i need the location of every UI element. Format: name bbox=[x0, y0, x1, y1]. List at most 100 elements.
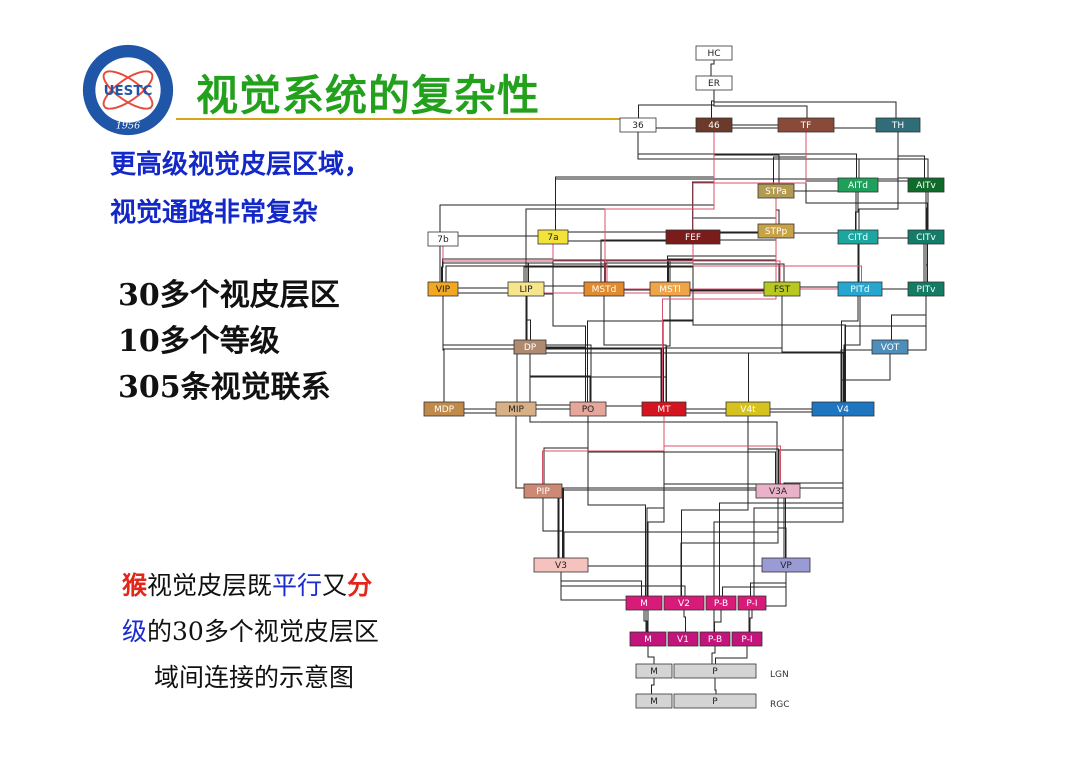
area-box bbox=[871, 339, 909, 355]
caption-segment: 的30多个视觉皮层区 bbox=[147, 617, 379, 646]
area-node-mstl: MSTl bbox=[649, 281, 691, 297]
area-label: V4 bbox=[837, 405, 849, 415]
connection-line bbox=[778, 409, 844, 491]
title-underline bbox=[176, 118, 622, 120]
connection-line bbox=[805, 125, 860, 185]
connection-line bbox=[692, 237, 846, 409]
connection-line bbox=[529, 347, 591, 409]
area-label: FST bbox=[774, 285, 791, 295]
area-node-7a: 7a bbox=[537, 229, 569, 245]
area-box bbox=[757, 223, 795, 239]
area-label: DP bbox=[524, 343, 537, 353]
caption-segment: 又 bbox=[322, 571, 348, 600]
area-box bbox=[427, 281, 459, 297]
connection-line bbox=[542, 409, 665, 491]
connection-line bbox=[528, 237, 554, 289]
connection-line bbox=[805, 125, 928, 289]
area-box bbox=[673, 693, 757, 709]
caption-line-3: 域间连接的示意图 bbox=[154, 658, 354, 694]
connection-line bbox=[560, 565, 787, 567]
connection-line bbox=[442, 239, 529, 289]
area-label: P-I bbox=[746, 599, 757, 609]
area-node-v4: V4 bbox=[811, 401, 875, 417]
area-node-fef: FEF bbox=[665, 229, 721, 245]
area-label: MDP bbox=[434, 405, 455, 415]
area-box bbox=[665, 229, 721, 245]
area-box bbox=[837, 281, 883, 297]
area-node-v2-pi: P-I bbox=[737, 595, 767, 611]
area-box bbox=[837, 177, 879, 193]
area-node-vp: VP bbox=[761, 557, 811, 573]
connection-line bbox=[529, 347, 667, 409]
connection-line bbox=[753, 409, 844, 603]
fact-area-count: 30多个视皮层区 bbox=[118, 278, 340, 313]
connection-line bbox=[714, 603, 722, 639]
area-label: M bbox=[650, 697, 658, 707]
area-label: MIP bbox=[508, 405, 524, 415]
area-box bbox=[423, 401, 465, 417]
area-label: 36 bbox=[632, 121, 644, 131]
connection-line bbox=[660, 289, 783, 409]
area-label: ER bbox=[708, 79, 720, 89]
area-node-rgc-p: P bbox=[673, 693, 757, 709]
area-box bbox=[533, 557, 589, 573]
area-box bbox=[875, 117, 921, 133]
caption-segment: 视觉皮层既 bbox=[147, 571, 273, 600]
fact-connection-count: 305条视觉联系 bbox=[118, 370, 331, 405]
connection-line bbox=[666, 289, 671, 409]
connection-line bbox=[529, 347, 778, 491]
connection-line bbox=[777, 491, 787, 565]
caption-segment: 域间连接的示意图 bbox=[154, 663, 355, 692]
connection-line bbox=[647, 409, 665, 639]
area-box bbox=[629, 631, 667, 647]
connection-line bbox=[692, 125, 807, 237]
area-node-po: PO bbox=[569, 401, 607, 417]
area-label: MSTl bbox=[659, 285, 680, 295]
connection-line bbox=[663, 409, 778, 491]
connection-line bbox=[637, 125, 929, 185]
area-label: TH bbox=[891, 121, 904, 131]
area-node-th: TH bbox=[875, 117, 921, 133]
area-box bbox=[495, 401, 537, 417]
area-node-lgn-p: P bbox=[673, 663, 757, 679]
area-label: 7a bbox=[547, 233, 558, 243]
area-label: MSTd bbox=[592, 285, 617, 295]
area-label: VIP bbox=[436, 285, 451, 295]
area-label: AITv bbox=[916, 181, 936, 191]
area-node-46: 46 bbox=[695, 117, 733, 133]
area-label: CITv bbox=[916, 233, 936, 243]
area-node-hc: HC bbox=[695, 45, 733, 61]
area-box bbox=[725, 401, 771, 417]
connection-line bbox=[663, 409, 781, 491]
area-box bbox=[777, 117, 835, 133]
area-node-v1-pi: P-I bbox=[731, 631, 763, 647]
connection-line bbox=[587, 409, 646, 603]
area-label: FEF bbox=[685, 233, 701, 243]
connection-line bbox=[692, 237, 862, 289]
area-box bbox=[761, 557, 811, 573]
area-node-fst: FST bbox=[763, 281, 801, 297]
connection-line bbox=[843, 289, 861, 409]
area-node-tf: TF bbox=[777, 117, 835, 133]
area-node-stpp: STPp bbox=[757, 223, 795, 239]
connection-line bbox=[552, 237, 586, 409]
connection-line bbox=[646, 409, 665, 603]
area-node-7b: 7b bbox=[427, 231, 459, 247]
area-label: P bbox=[712, 667, 718, 677]
area-node-v1-pb: P-B bbox=[699, 631, 731, 647]
area-box bbox=[663, 595, 705, 611]
area-node-pitd: PITd bbox=[837, 281, 883, 297]
connection-line bbox=[773, 125, 807, 191]
area-node-pip: PIP bbox=[523, 483, 563, 499]
area-node-citd: CITd bbox=[837, 229, 879, 245]
connection-line bbox=[844, 237, 927, 409]
area-node-v3a: V3A bbox=[755, 483, 801, 499]
area-box bbox=[569, 401, 607, 417]
connection-lines bbox=[439, 53, 929, 701]
subtitle-line-2: 视觉通路非常复杂 bbox=[110, 198, 319, 228]
area-node-vip: VIP bbox=[427, 281, 459, 297]
area-label: P bbox=[712, 697, 718, 707]
area-label: PO bbox=[582, 405, 595, 415]
area-node-36: 36 bbox=[619, 117, 657, 133]
area-node-v3: V3 bbox=[533, 557, 589, 573]
